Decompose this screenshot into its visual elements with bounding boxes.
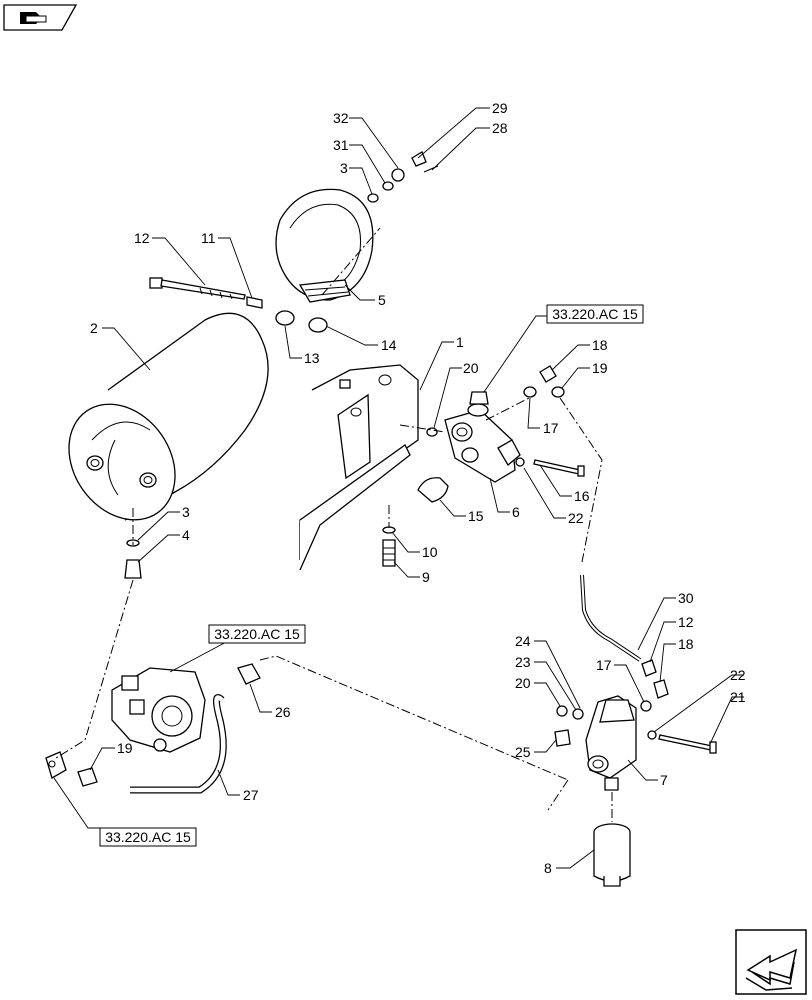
callout: 7: [660, 772, 668, 788]
callout: 22: [730, 667, 746, 683]
filter-8: [593, 823, 631, 887]
fitting-26: [237, 663, 261, 685]
callout: 20: [463, 360, 479, 376]
fitting-19b: [77, 767, 98, 787]
callout: 28: [492, 120, 508, 136]
callout: 29: [492, 100, 508, 116]
callout: 14: [381, 337, 397, 353]
callout: 3: [182, 504, 190, 520]
callout: 18: [678, 636, 694, 652]
callout: 13: [304, 350, 320, 366]
valve-7: [585, 695, 637, 791]
washer-31: [382, 181, 394, 191]
reference-box-bottom[interactable]: 33.220.AC 15: [99, 827, 197, 847]
callout: 2: [90, 320, 98, 336]
callout: 24: [515, 633, 531, 649]
callout: 15: [468, 508, 484, 524]
hose-27: [130, 695, 226, 793]
callout: 23: [515, 654, 531, 670]
valve-bracket: [299, 364, 419, 571]
callout: 5: [378, 292, 386, 308]
fitting-17b: [640, 700, 652, 712]
callout: 19: [592, 360, 608, 376]
nut-32: [391, 168, 405, 182]
callout: 17: [543, 420, 559, 436]
book-hand-icon[interactable]: [3, 4, 78, 31]
callout: 26: [275, 704, 291, 720]
callout: 8: [544, 860, 552, 876]
fitting-18b: [653, 679, 669, 699]
nut-20b: [556, 705, 568, 717]
reference-label: 33.220.AC 15: [552, 306, 638, 322]
plug-22: [515, 457, 525, 467]
washer-3: [367, 193, 379, 203]
callout: 30: [678, 590, 694, 606]
fitting-17: [523, 386, 537, 398]
callout: 21: [730, 689, 746, 705]
washer-23: [572, 708, 584, 720]
fitting-19: [551, 386, 565, 398]
callout: 6: [512, 504, 520, 520]
elbow-15: [417, 477, 449, 503]
valve-6: [444, 391, 521, 483]
next-page-arrow-icon[interactable]: [735, 929, 807, 995]
callout: 11: [201, 230, 216, 246]
compressor: [111, 667, 206, 753]
fitting-12b: [641, 659, 657, 677]
callout: 19: [117, 740, 133, 756]
fitting-25: [554, 729, 571, 747]
callout: 20: [515, 675, 531, 691]
callout: 25: [515, 744, 531, 760]
bolt-21: [658, 734, 713, 751]
air-tank: [68, 312, 269, 521]
callout: 1: [456, 334, 464, 350]
callout: 32: [333, 110, 349, 126]
callout: 22: [568, 510, 584, 526]
leader-lines: [53, 107, 744, 869]
bushing-14: [308, 317, 328, 333]
callout: 17: [596, 657, 612, 673]
drain-valve: [124, 559, 142, 579]
strap-bolt: [149, 277, 246, 300]
callout: 3: [340, 160, 348, 176]
nut-20: [426, 427, 438, 437]
pin-28: [423, 165, 439, 173]
callout: 10: [422, 544, 438, 560]
spacer: [246, 296, 263, 309]
reference-label: 33.220.AC 15: [214, 626, 300, 642]
tank-strap: [275, 188, 374, 303]
callout: 18: [592, 337, 608, 353]
callout: 9: [422, 569, 430, 585]
reference-box-top[interactable]: 33.220.AC 15: [546, 304, 644, 324]
reference-box-mid[interactable]: 33.220.AC 15: [208, 624, 306, 644]
bolt-9: [382, 539, 396, 567]
reference-label: 33.220.AC 15: [105, 829, 191, 845]
callout-labels: 32 31 3 29 28 12 11 5 2 13 14 1 20 18 19…: [90, 100, 746, 876]
callout: 12: [134, 230, 150, 246]
callout: 31: [333, 137, 349, 153]
elbow-left: [45, 751, 67, 779]
callout: 4: [182, 527, 190, 543]
callout: 27: [243, 787, 259, 803]
hose-30: [580, 574, 642, 662]
bushing-13: [275, 310, 295, 326]
callout: 16: [574, 488, 590, 504]
callout: 12: [678, 614, 694, 630]
fitting-29: [411, 151, 427, 167]
plug-22b: [647, 730, 657, 740]
